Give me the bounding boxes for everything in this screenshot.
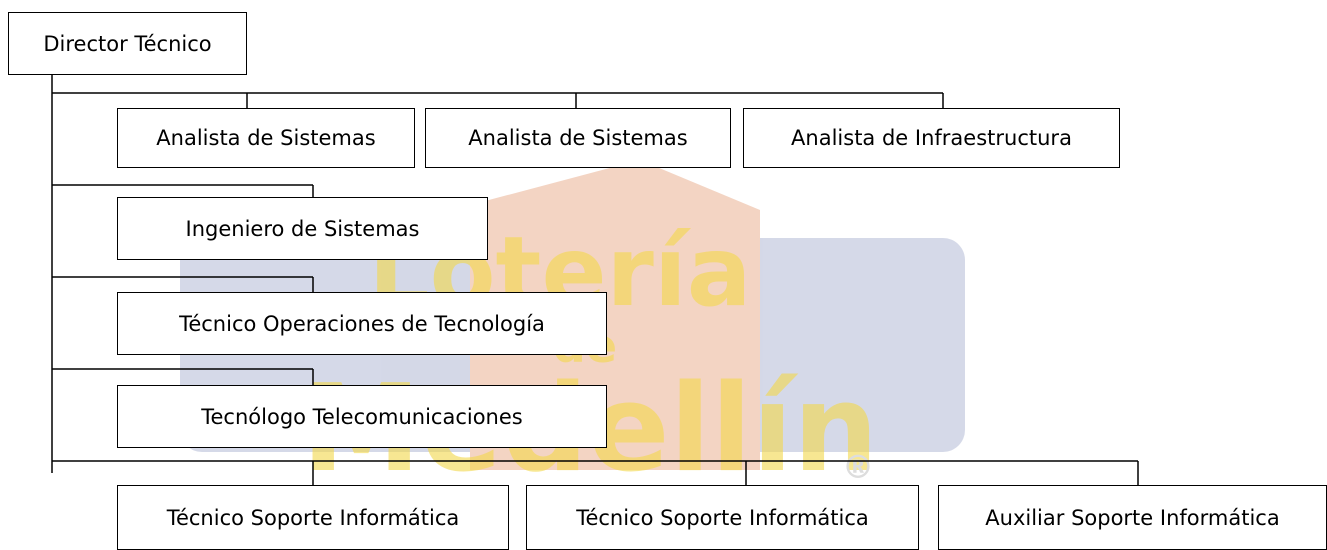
box-tecnico-operaciones-de-tecnologia: Técnico Operaciones de Tecnología — [117, 292, 607, 355]
box-ingeniero-de-sistemas: Ingeniero de Sistemas — [117, 197, 488, 260]
box-label: Técnico Soporte Informática — [166, 505, 460, 530]
box-label: Técnico Soporte Informática — [576, 505, 869, 530]
box-label: Analista de Infraestructura — [791, 126, 1072, 150]
box-label: Director Técnico — [43, 31, 212, 56]
box-tecnologo-telecomunicaciones: Tecnólogo Telecomunicaciones — [117, 385, 607, 448]
box-auxiliar-soporte-informatica: Auxiliar Soporte Informática — [938, 485, 1327, 550]
box-analista-de-infraestructura: Analista de Infraestructura — [743, 108, 1120, 168]
box-analista-de-sistemas-1: Analista de Sistemas — [117, 108, 415, 168]
box-tecnico-soporte-informatica-2: Técnico Soporte Informática — [526, 485, 919, 550]
box-director-tecnico: Director Técnico — [8, 12, 247, 75]
box-label: Ingeniero de Sistemas — [185, 216, 420, 241]
box-analista-de-sistemas-2: Analista de Sistemas — [425, 108, 731, 168]
watermark-registered-mark: ® — [842, 448, 874, 486]
box-label: Analista de Sistemas — [156, 126, 376, 150]
box-label: Técnico Operaciones de Tecnología — [179, 311, 545, 336]
box-tecnico-soporte-informatica-1: Técnico Soporte Informática — [117, 485, 509, 550]
box-label: Tecnólogo Telecomunicaciones — [201, 404, 523, 429]
box-label: Analista de Sistemas — [468, 126, 688, 150]
box-label: Auxiliar Soporte Informática — [985, 505, 1280, 530]
